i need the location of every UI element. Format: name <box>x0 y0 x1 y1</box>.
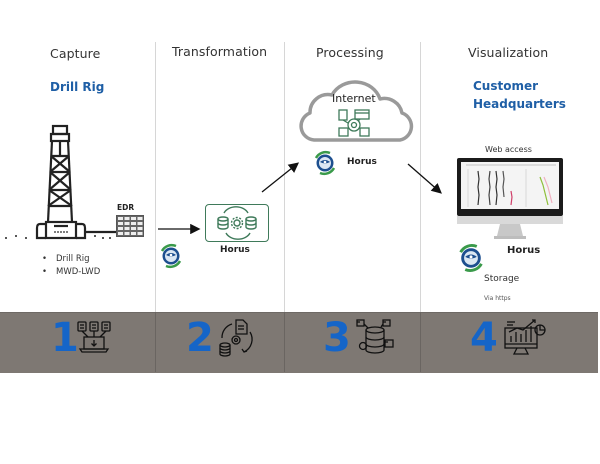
bullet-item: • Drill Rig <box>42 254 100 264</box>
documents-to-laptop-icon <box>77 321 111 353</box>
transformation-node <box>205 204 269 242</box>
column-title-capture: Capture <box>50 46 101 61</box>
step-number-3: 3 <box>323 315 351 361</box>
cloud-icon <box>299 80 414 142</box>
storage-label: Storage <box>484 274 520 284</box>
bullet-text: Drill Rig <box>56 254 90 264</box>
band-divider <box>420 312 421 372</box>
server-gear-icon <box>338 109 370 137</box>
column-title-processing: Processing <box>316 45 384 60</box>
column-title-visualization: Visualization <box>468 45 549 60</box>
column-divider <box>284 42 285 312</box>
step-number-1: 1 <box>51 315 79 361</box>
arrow-transformation-to-processing <box>261 162 300 193</box>
column-subtitle-headquarters: Headquarters <box>473 97 566 111</box>
drill-rig-icon <box>5 124 116 240</box>
web-access-label: Web access <box>485 145 532 154</box>
flow-arrows <box>158 162 442 235</box>
column-divider <box>420 42 421 312</box>
step-number-2: 2 <box>186 315 214 361</box>
bullet-dot: • <box>42 267 48 277</box>
band-divider <box>155 312 156 372</box>
band-divider <box>284 312 285 372</box>
bullet-text: MWD-LWD <box>56 267 101 277</box>
horus-logo-icon <box>160 243 182 269</box>
step-number-4: 4 <box>470 315 498 361</box>
arrow-processing-to-visualization <box>407 163 442 194</box>
data-transform-cycle-icon <box>219 319 253 357</box>
transformation-node-label: Horus <box>220 245 250 255</box>
database-gear-database-icon <box>217 206 257 240</box>
horus-logo-icon <box>459 244 483 272</box>
column-title-transformation: Transformation <box>172 44 268 59</box>
horus-logo-icon <box>314 150 336 176</box>
edr-label: EDR <box>117 203 135 212</box>
via-https-label: Via https <box>484 295 511 302</box>
cloud-label: Internet <box>332 92 376 105</box>
processing-node-label: Horus <box>347 157 377 167</box>
column-divider <box>155 42 156 312</box>
capture-bullet-list: • Drill Rig • MWD-LWD <box>42 254 100 277</box>
analytics-monitor-icon <box>504 319 546 355</box>
database-network-icon <box>356 319 394 354</box>
edr-grid-icon <box>116 215 144 237</box>
visualization-node-label: Horus <box>507 245 541 256</box>
steps-band <box>0 312 598 373</box>
column-subtitle-drill-rig: Drill Rig <box>50 80 105 94</box>
bullet-dot: • <box>42 254 48 264</box>
bullet-item: • MWD-LWD <box>42 267 100 277</box>
monitor-icon <box>457 158 563 239</box>
column-subtitle-customer: Customer <box>473 79 539 93</box>
